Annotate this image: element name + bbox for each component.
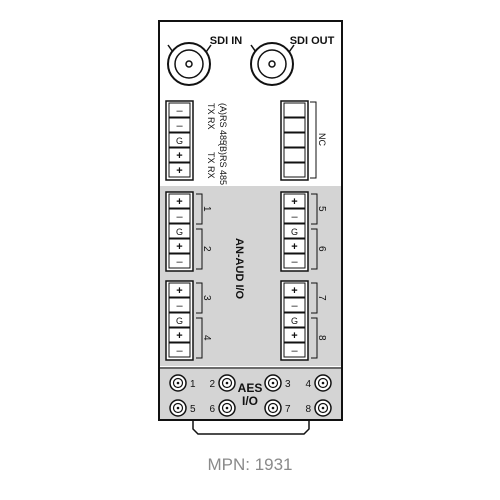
pin-minus: –: [291, 211, 298, 223]
pin-plus: +: [291, 241, 297, 253]
aes-connector-number: 1: [190, 379, 196, 390]
sdi-in-connector: [167, 42, 212, 86]
pin-minus: –: [176, 300, 183, 312]
aes-connector: 1: [169, 374, 196, 392]
pin-ground: G: [176, 316, 183, 326]
audio-terminal-blocks: + – G + – 1 2 + – G + – 3 4 + – G + – 5 6 + – G + – 7 8: [165, 191, 327, 361]
aes-connector-number: 7: [285, 404, 291, 415]
aes-connector: 3: [264, 374, 291, 392]
pin-plus: +: [291, 285, 297, 297]
channel-number: 1: [201, 206, 212, 212]
aes-connector-number: 5: [190, 404, 196, 415]
rs485-a-txrx-label: TX RX: [206, 103, 216, 130]
pin-minus: –: [291, 300, 298, 312]
pin-plus: +: [176, 150, 182, 162]
aes-connector: 2: [209, 374, 236, 392]
channel-number: 7: [316, 295, 327, 301]
channel-bracket: [311, 317, 318, 359]
aes-region: [160, 369, 341, 419]
pin-plus: +: [176, 196, 182, 208]
pin-ground: G: [176, 227, 183, 237]
aes-connector: 7: [264, 399, 291, 417]
mpn-label: MPN: 1931: [207, 455, 293, 474]
rs485-a-label: (A)RS 485: [218, 103, 228, 145]
channel-number: 5: [316, 206, 327, 212]
pin-ground: G: [291, 316, 298, 326]
nc-terminal-block: [280, 100, 317, 181]
channel-number: 4: [201, 335, 212, 341]
aes-connector-number: 3: [285, 379, 291, 390]
aes-connector-number: 8: [305, 404, 311, 415]
panel-bottom-tab: [192, 419, 310, 435]
pin-plus: +: [291, 196, 297, 208]
channel-number: 2: [201, 246, 212, 252]
pin-minus: –: [291, 256, 298, 268]
audio-terminal-block: + – G + – 5 6: [280, 191, 327, 272]
pin-minus: –: [291, 345, 298, 357]
pin-plus: +: [176, 241, 182, 253]
channel-bracket: [196, 282, 203, 314]
channel-number: 6: [316, 246, 327, 252]
channel-bracket: [311, 193, 318, 225]
channel-bracket: [196, 317, 203, 359]
rs485-b-label: (B)RS 485: [218, 143, 228, 185]
pin-ground: G: [291, 227, 298, 237]
pin-plus: +: [176, 285, 182, 297]
pin-minus: –: [176, 345, 183, 357]
aes-connector-number: 2: [209, 379, 215, 390]
aes-connector: 6: [209, 399, 236, 417]
pin-minus: –: [176, 120, 183, 132]
channel-number: 3: [201, 295, 212, 301]
nc-label: NC: [317, 133, 327, 146]
pin-plus: +: [291, 330, 297, 342]
rs485-b-txrx-label: TX RX: [206, 152, 216, 179]
aes-label-line1: AES: [238, 381, 263, 395]
audio-terminal-block: + – G + – 7 8: [280, 280, 327, 361]
aes-connectors: 1 2 3 4 5 6 7 8: [169, 374, 332, 417]
pin-plus: +: [176, 165, 182, 177]
pin-plus: +: [176, 330, 182, 342]
channel-bracket: [196, 228, 203, 270]
rs485-terminal-block: – – G + +: [165, 100, 194, 181]
module-label: AN-AUD I/O: [233, 238, 245, 300]
sdi-out-connector: [250, 42, 295, 86]
channel-bracket: [196, 193, 203, 225]
aes-connector: 4: [305, 374, 332, 392]
pin-minus: –: [176, 256, 183, 268]
channel-bracket: [311, 228, 318, 270]
aes-connector: 5: [169, 399, 196, 417]
aes-connector-number: 4: [305, 379, 311, 390]
pin-minus: –: [176, 105, 183, 117]
pin-minus: –: [176, 211, 183, 223]
aes-connector-number: 6: [209, 404, 215, 415]
sdi-out-label: SDI OUT: [290, 35, 335, 47]
pin-ground: G: [176, 136, 183, 146]
sdi-in-label: SDI IN: [210, 35, 242, 47]
channel-bracket: [311, 282, 318, 314]
audio-terminal-block: + – G + – 1 2: [165, 191, 212, 272]
aes-connector: 8: [305, 399, 332, 417]
channel-number: 8: [316, 335, 327, 341]
aes-label-line2: I/O: [242, 394, 258, 408]
audio-terminal-block: + – G + – 3 4: [165, 280, 212, 361]
